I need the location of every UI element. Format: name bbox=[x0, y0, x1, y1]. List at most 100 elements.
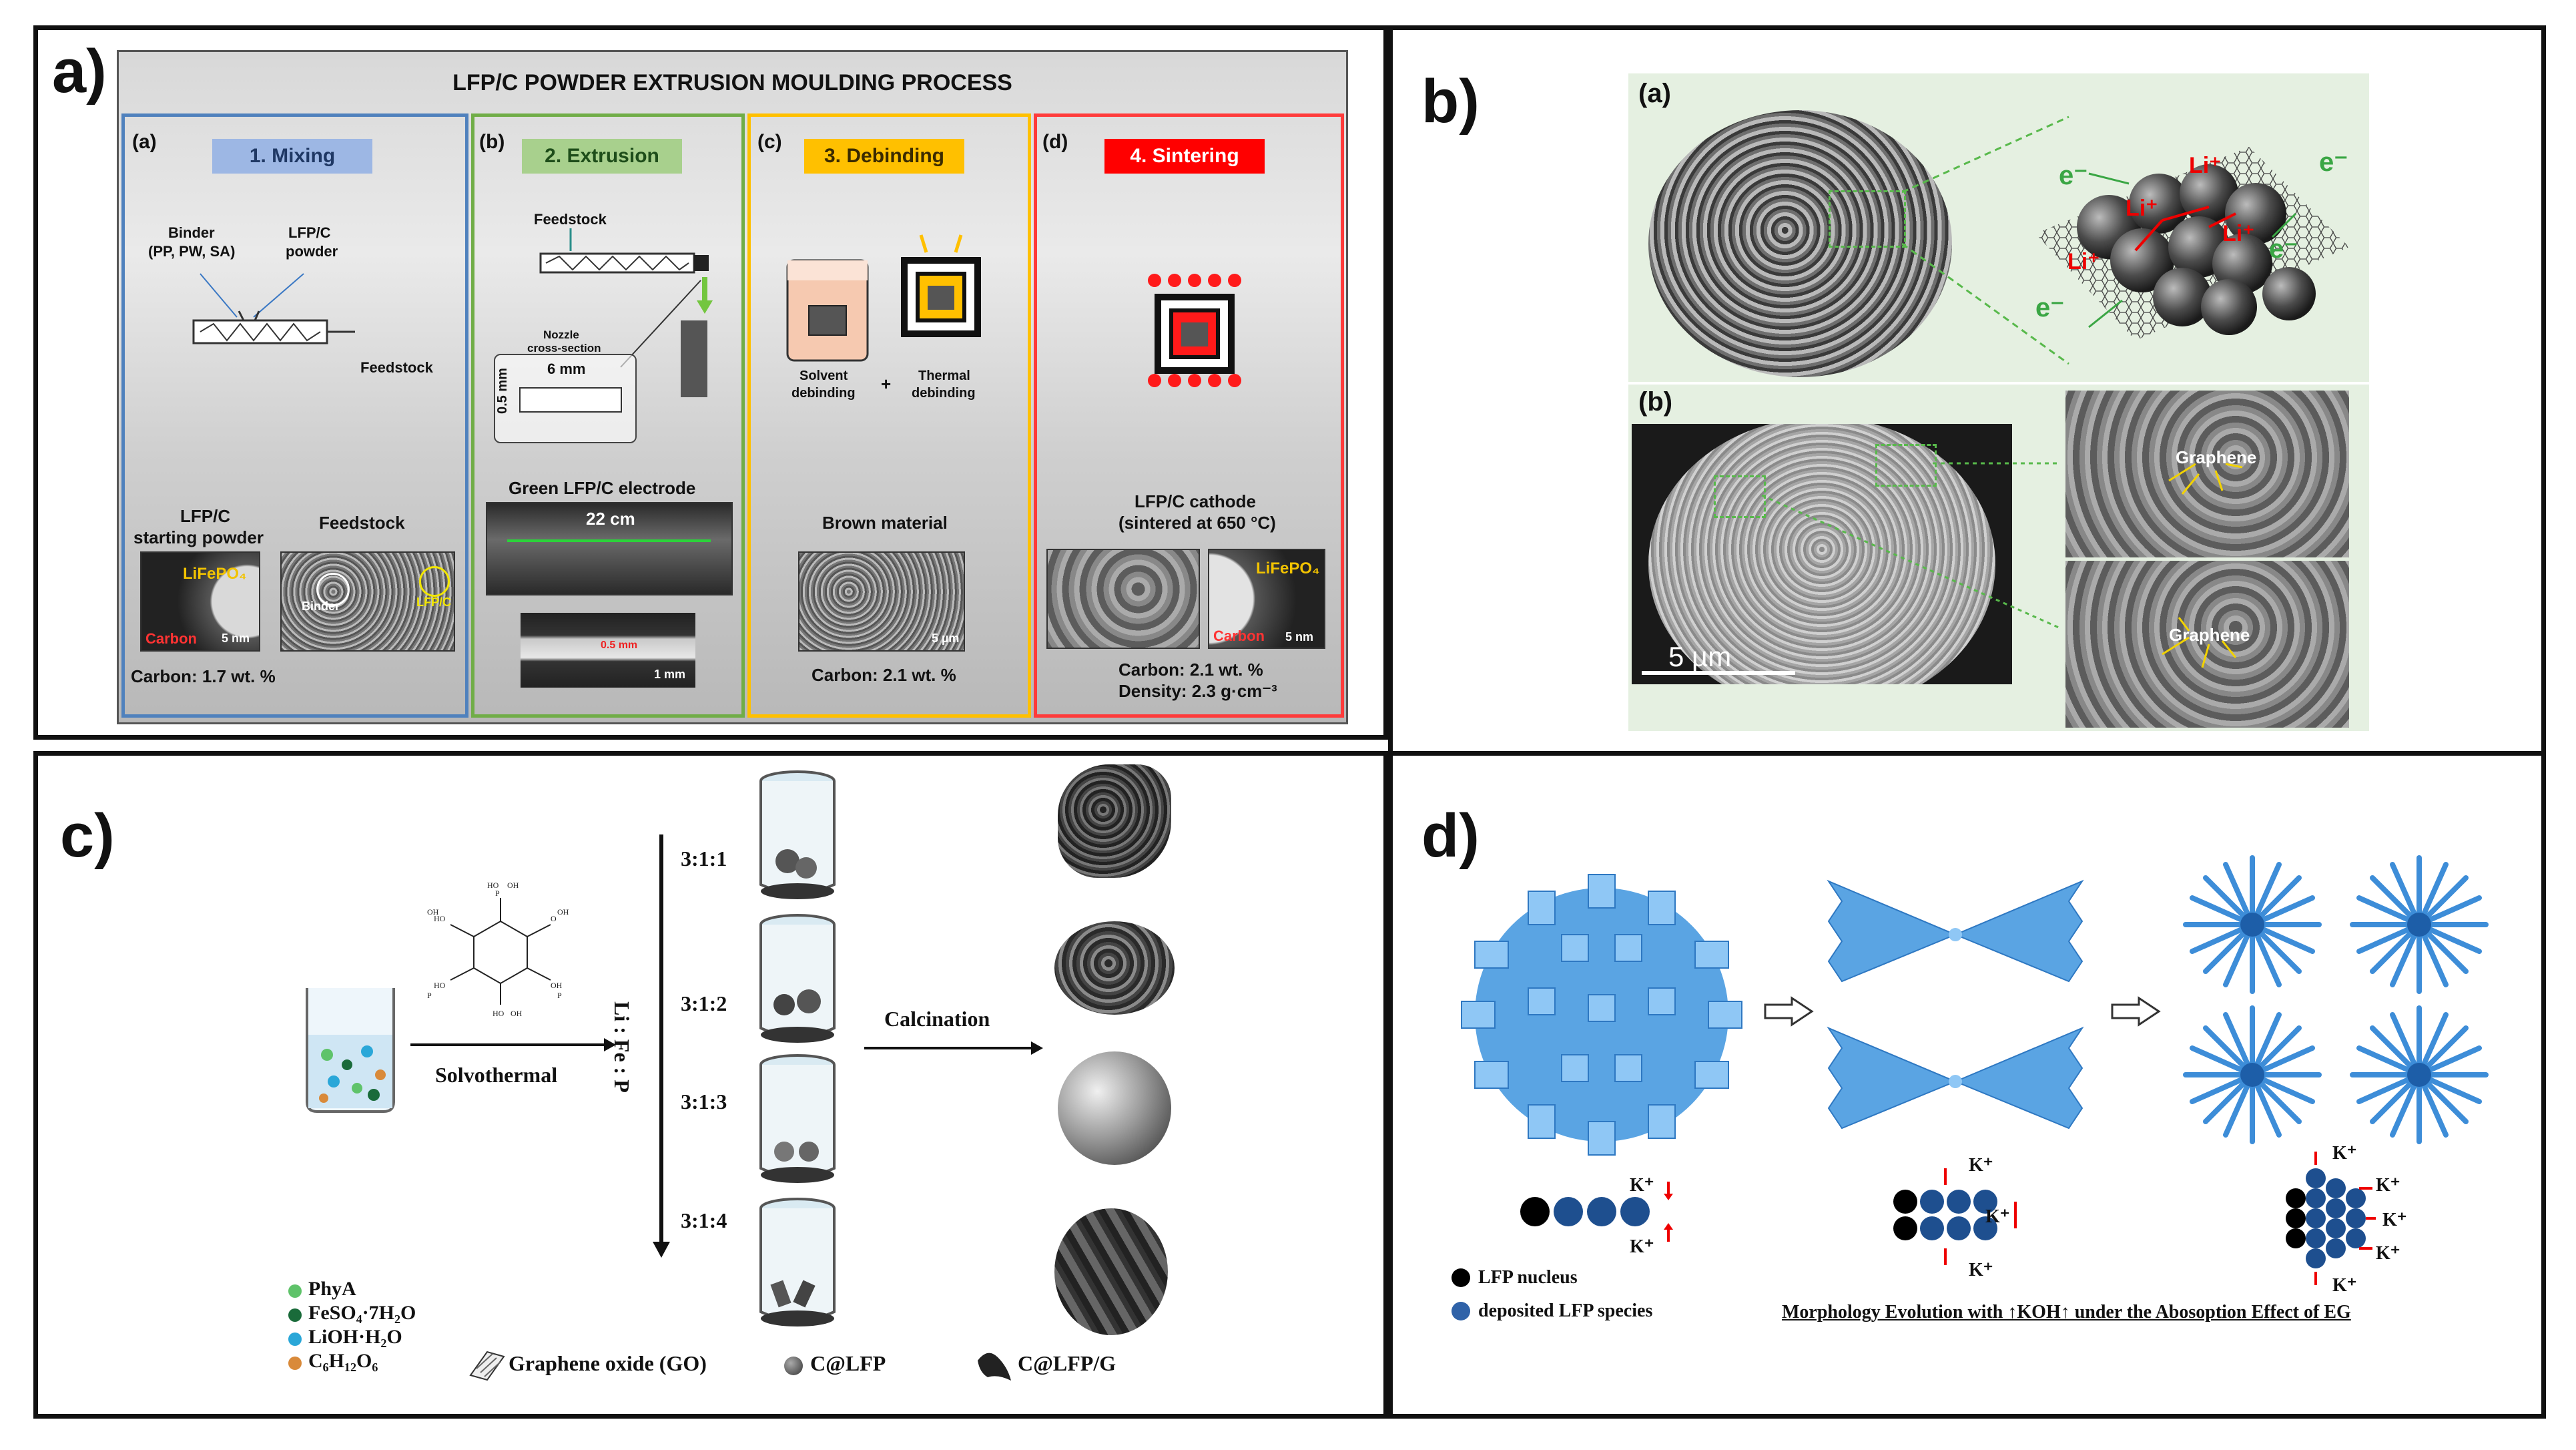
sem-brown-material bbox=[798, 551, 965, 652]
sintering-box bbox=[1034, 113, 1344, 718]
legend-go: Graphene oxide (GO) bbox=[509, 1351, 707, 1375]
sem-graphene-closeup-2 bbox=[2065, 561, 2349, 728]
extrusion-extruder-icon bbox=[539, 228, 713, 397]
sintering-furnace-icon bbox=[1148, 274, 1241, 387]
solvent-debinding-1: Solvent bbox=[799, 369, 848, 383]
solvothermal-arrow bbox=[410, 1038, 616, 1051]
zoom-box bbox=[1829, 190, 1906, 248]
extrusion-box bbox=[471, 113, 745, 718]
electron-label-1: e⁻ bbox=[2059, 161, 2088, 190]
scale-bar-5um-c: 5 µm bbox=[932, 632, 960, 645]
svg-text:HO: HO bbox=[434, 914, 446, 923]
arrow-1 bbox=[1764, 996, 1814, 1027]
panel-b-divider bbox=[1628, 382, 2369, 385]
nozzle-slot bbox=[519, 387, 622, 413]
vessel-2 bbox=[759, 914, 836, 1043]
electron-label-2: e⁻ bbox=[2319, 148, 2348, 177]
mixing-banner: 1. Mixing bbox=[212, 139, 372, 174]
ratio-2: 3:1:2 bbox=[681, 991, 727, 1015]
growth-schematic-3 bbox=[2286, 1152, 2376, 1285]
debinding-box bbox=[747, 113, 1031, 718]
sem-zoom-box-1 bbox=[1714, 475, 1766, 518]
panel-a-label: a) bbox=[52, 37, 107, 105]
legend-dot-feso4 bbox=[288, 1308, 302, 1322]
vessel-3 bbox=[759, 1054, 836, 1183]
k-ion-2a: K⁺ bbox=[1969, 1155, 1993, 1176]
graphene-lfp-schematic bbox=[2035, 147, 2349, 340]
sintering-banner: 4. Sintering bbox=[1104, 139, 1265, 174]
product-1 bbox=[1058, 764, 1171, 878]
sem-zoom-box-2 bbox=[1875, 444, 1937, 487]
mixing-carbon-wt: Carbon: 1.7 wt. % bbox=[131, 666, 276, 686]
solvent-beaker-icon bbox=[786, 259, 869, 362]
ratio-axis-arrowhead bbox=[653, 1242, 670, 1258]
panel-a-title: LFP/C POWDER EXTRUSION MOULDING PROCESS bbox=[452, 70, 1012, 95]
cathode-label-2: (sintered at 650 °C) bbox=[1118, 513, 1276, 533]
lfp-sphere bbox=[1648, 110, 1952, 377]
mixing-box bbox=[121, 113, 468, 718]
nozzle-label-1: Nozzle bbox=[543, 328, 579, 341]
panel-b-sub-b: (b) bbox=[1638, 387, 1673, 417]
k-ion-3c: K⁺ bbox=[2382, 1210, 2407, 1230]
thermal-debinding-2: debinding bbox=[912, 386, 976, 401]
panel-c-label: c) bbox=[60, 802, 115, 870]
product-3 bbox=[1058, 1051, 1171, 1165]
c-lfp-icon bbox=[784, 1357, 803, 1375]
growth-schematic-1 bbox=[1520, 1182, 1673, 1242]
sintering-density: Density: 2.3 g·cm⁻³ bbox=[1118, 681, 1277, 701]
svg-text:OH: OH bbox=[557, 907, 569, 917]
electrode-thickness-label: 0.5 mm bbox=[601, 640, 638, 651]
ratio-4: 3:1:4 bbox=[681, 1208, 727, 1232]
svg-text:OH: OH bbox=[551, 981, 563, 990]
solvothermal-label: Solvothermal bbox=[435, 1063, 558, 1087]
bowtie-structure bbox=[1827, 879, 2084, 1130]
ratio-axis-label: Li : Fe : P bbox=[610, 1001, 634, 1093]
lfpc-tag: LFP/C bbox=[416, 595, 451, 609]
svg-text:OH: OH bbox=[427, 907, 439, 917]
debinding-carbon-wt: Carbon: 2.1 wt. % bbox=[812, 665, 956, 685]
extrusion-feedstock-label: Feedstock bbox=[534, 211, 607, 228]
feedstock-image-label: Feedstock bbox=[319, 513, 405, 533]
debinding-banner: 3. Debinding bbox=[804, 139, 964, 174]
scale-bar-1mm: 1 mm bbox=[654, 668, 686, 681]
li-ion-label-3: Li⁺ bbox=[2222, 221, 2255, 246]
arrow-2 bbox=[2111, 996, 2161, 1027]
graphene-oxide-icon bbox=[469, 1351, 505, 1381]
li-ion-label-4: Li⁺ bbox=[2067, 249, 2100, 274]
ratio-axis bbox=[659, 834, 663, 1248]
ratio-3: 3:1:3 bbox=[681, 1090, 727, 1114]
lfpc-label: LFP/C bbox=[288, 224, 331, 241]
tem-image-starting bbox=[140, 551, 260, 652]
k-ion-3b: K⁺ bbox=[2376, 1175, 2400, 1196]
legend-dot-phya bbox=[288, 1284, 302, 1298]
sem-zoom-lines bbox=[1762, 462, 2059, 629]
electron-label-3: e⁻ bbox=[2269, 234, 2298, 264]
product-2 bbox=[1054, 921, 1175, 1015]
sem-cathode bbox=[1046, 549, 1200, 649]
lifepo4-label-d: LiFePO₄ bbox=[1256, 559, 1320, 577]
panel-b-label: b) bbox=[1421, 67, 1480, 136]
k-ion-3d: K⁺ bbox=[2376, 1243, 2400, 1264]
li-ion-label-2: Li⁺ bbox=[2126, 196, 2158, 221]
tem-cathode bbox=[1208, 549, 1325, 649]
legend-phya: PhyA bbox=[308, 1278, 356, 1300]
sintering-carbon-wt: Carbon: 2.1 wt. % bbox=[1118, 660, 1263, 680]
k-ion-3e: K⁺ bbox=[2332, 1275, 2357, 1296]
svg-text:P: P bbox=[557, 991, 562, 1000]
green-electrode-label: Green LFP/C electrode bbox=[509, 478, 696, 498]
panel-d-label: d) bbox=[1421, 802, 1480, 870]
carbon-label-a: Carbon bbox=[145, 630, 197, 647]
electrode-length-arrow bbox=[507, 539, 711, 542]
thermal-debinding-1: Thermal bbox=[918, 369, 970, 383]
binder-composition: (PP, PW, SA) bbox=[148, 243, 236, 260]
legend-deposited: deposited LFP species bbox=[1478, 1300, 1653, 1321]
svg-text:HO: HO bbox=[434, 981, 446, 990]
sem-scale-bar bbox=[1642, 671, 1795, 675]
li-ion-label-1: Li⁺ bbox=[2189, 153, 2222, 178]
starting-powder-label-1: LFP/C bbox=[180, 506, 231, 526]
calcination-label: Calcination bbox=[884, 1007, 990, 1031]
product-4 bbox=[1054, 1208, 1168, 1335]
electron-label-4: e⁻ bbox=[2035, 293, 2065, 322]
solvent-debinding-2: debinding bbox=[791, 386, 856, 401]
